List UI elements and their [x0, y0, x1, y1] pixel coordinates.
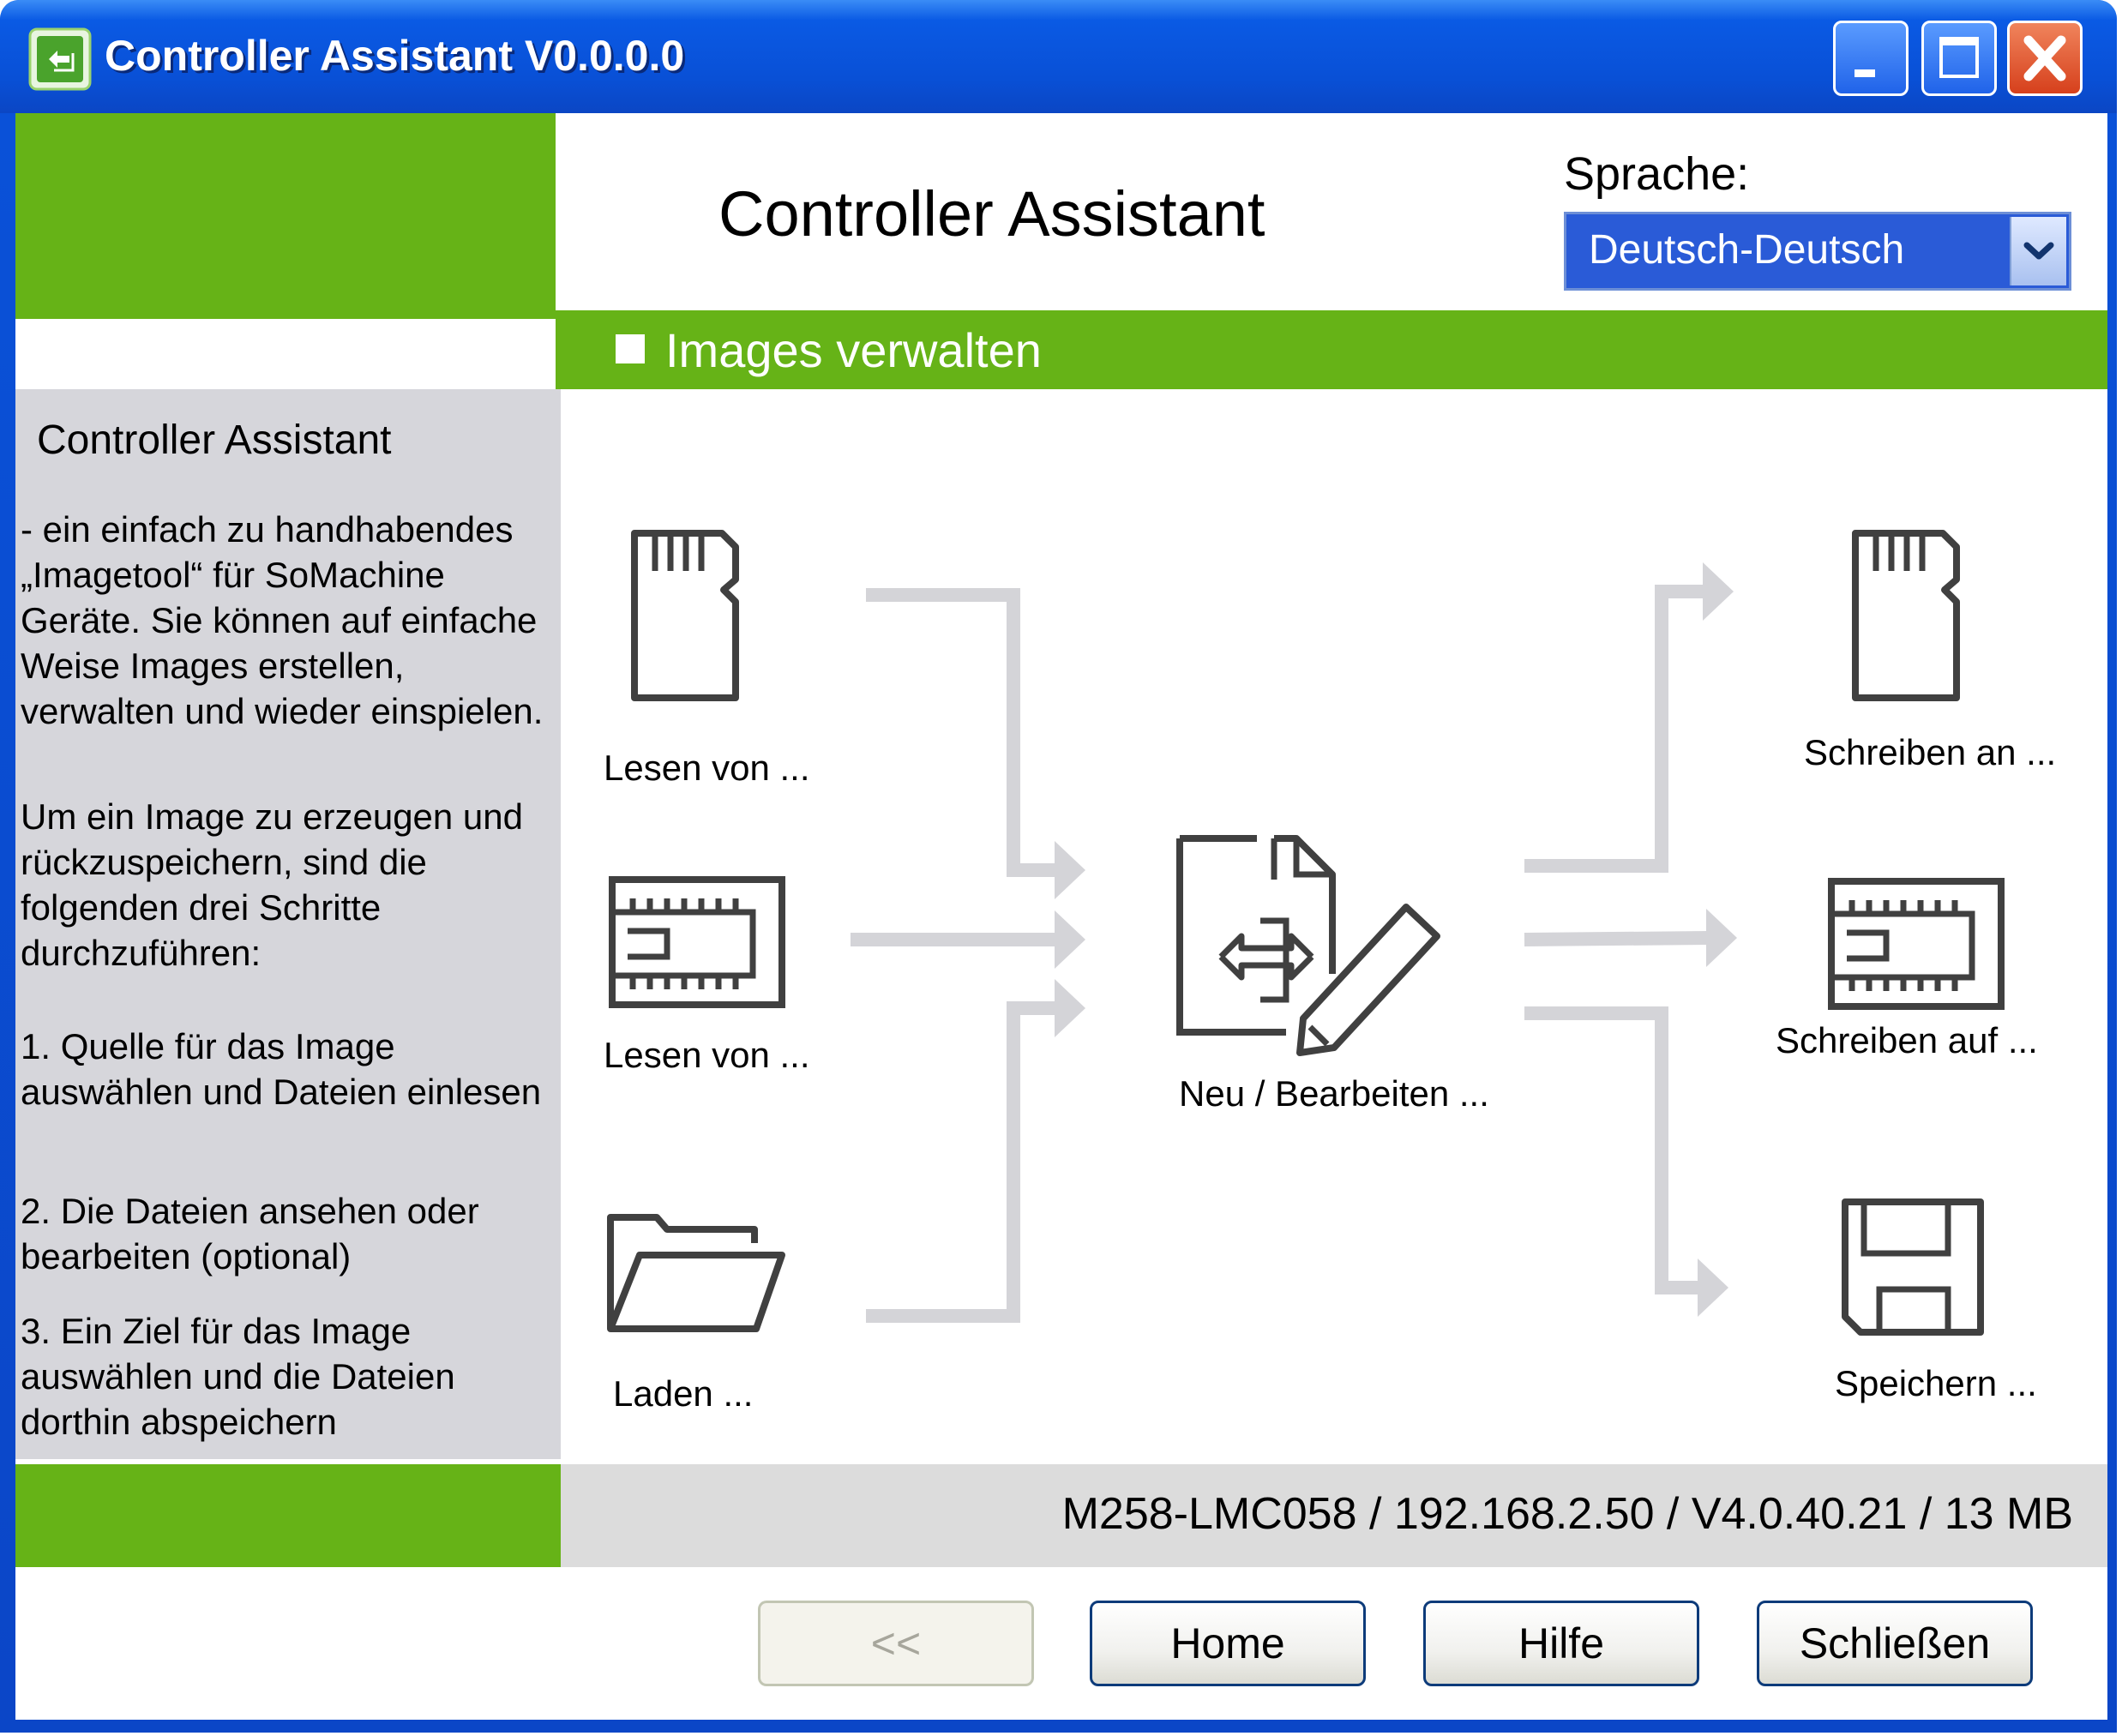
maximize-button[interactable] — [1921, 21, 1997, 96]
client-area: Controller Assistant Sprache: Deutsch-De… — [15, 113, 2107, 1720]
edit-image-label: Neu / Bearbeiten ... — [1179, 1073, 1489, 1114]
close-icon — [2023, 35, 2066, 81]
target-floppy-disk[interactable] — [1838, 1195, 1989, 1343]
sd-card-icon — [1852, 530, 1960, 701]
sidebar-steps-intro: Um ein Image zu erzeugen und rückzuspeic… — [21, 796, 524, 973]
status-green-block — [15, 1464, 561, 1567]
help-button[interactable]: Hilfe — [1423, 1601, 1699, 1686]
target-sd-card[interactable] — [1847, 526, 1967, 711]
language-select[interactable]: Deutsch-Deutsch — [1564, 212, 2071, 291]
language-selected-value: Deutsch-Deutsch — [1589, 227, 1905, 273]
target-sd-card-label: Schreiben an ... — [1804, 732, 2057, 772]
target-floppy-label: Speichern ... — [1835, 1363, 2037, 1403]
source-sd-card[interactable] — [626, 526, 746, 711]
page-title: Controller Assistant — [718, 178, 1265, 249]
section-header: Images verwalten — [556, 310, 2107, 389]
app-icon — [28, 27, 92, 91]
sidebar-intro: - ein einfach zu handhabendes „Imagetool… — [21, 509, 544, 731]
sidebar-step-1: 1. Quelle für das Image auswählen und Da… — [21, 1026, 542, 1112]
title-bar[interactable]: Controller Assistant V0.0.0.0 — [0, 0, 2117, 113]
device-status: M258-LMC058 / 192.168.2.50 / V4.0.40.21 … — [1061, 1489, 2073, 1539]
edit-image-icon — [1176, 835, 1440, 1056]
section-title: Images verwalten — [665, 323, 1042, 377]
sd-card-icon — [631, 530, 739, 701]
back-button[interactable]: << — [758, 1601, 1034, 1686]
source-folder[interactable] — [602, 1200, 790, 1342]
maximize-icon — [1939, 37, 1979, 78]
dropdown-button[interactable] — [2010, 217, 2066, 285]
source-folder-label: Laden ... — [613, 1373, 754, 1414]
edit-image-action[interactable] — [1175, 828, 1458, 1064]
source-controller-label: Lesen von ... — [604, 1035, 810, 1075]
flow-arrows — [851, 562, 1737, 1323]
language-label: Sprache: — [1564, 148, 1750, 200]
minimize-button[interactable] — [1833, 21, 1909, 96]
close-button[interactable]: Schließen — [1757, 1601, 2033, 1686]
sidebar-step-2: 2. Die Dateien ansehen oder bearbeiten (… — [21, 1191, 479, 1276]
sidebar-step-3: 3. Ein Ziel für das Image auswählen und … — [21, 1311, 455, 1442]
controller-memory-icon — [1828, 878, 2005, 1010]
close-window-button[interactable] — [2007, 21, 2083, 96]
target-controller-memory[interactable] — [1826, 876, 2006, 1018]
status-bar: M258-LMC058 / 192.168.2.50 / V4.0.40.21 … — [561, 1464, 2107, 1567]
source-sd-card-label: Lesen von ... — [604, 748, 810, 788]
controller-memory-icon — [609, 876, 785, 1008]
floppy-disk-icon — [1842, 1198, 1984, 1336]
minimize-icon — [1854, 69, 1875, 77]
folder-open-icon — [607, 1214, 785, 1332]
sidebar-title: Controller Assistant — [37, 417, 392, 463]
chevron-down-icon — [2023, 242, 2054, 260]
header-green-block — [15, 113, 556, 319]
section-bullet-icon — [616, 334, 645, 363]
source-controller-memory[interactable] — [607, 874, 787, 1016]
sidebar-info-panel: Controller Assistant - ein einfach zu ha… — [15, 389, 561, 1459]
home-button[interactable]: Home — [1090, 1601, 1366, 1686]
target-controller-label: Schreiben auf ... — [1776, 1020, 2038, 1060]
window-title: Controller Assistant V0.0.0.0 — [105, 32, 685, 80]
